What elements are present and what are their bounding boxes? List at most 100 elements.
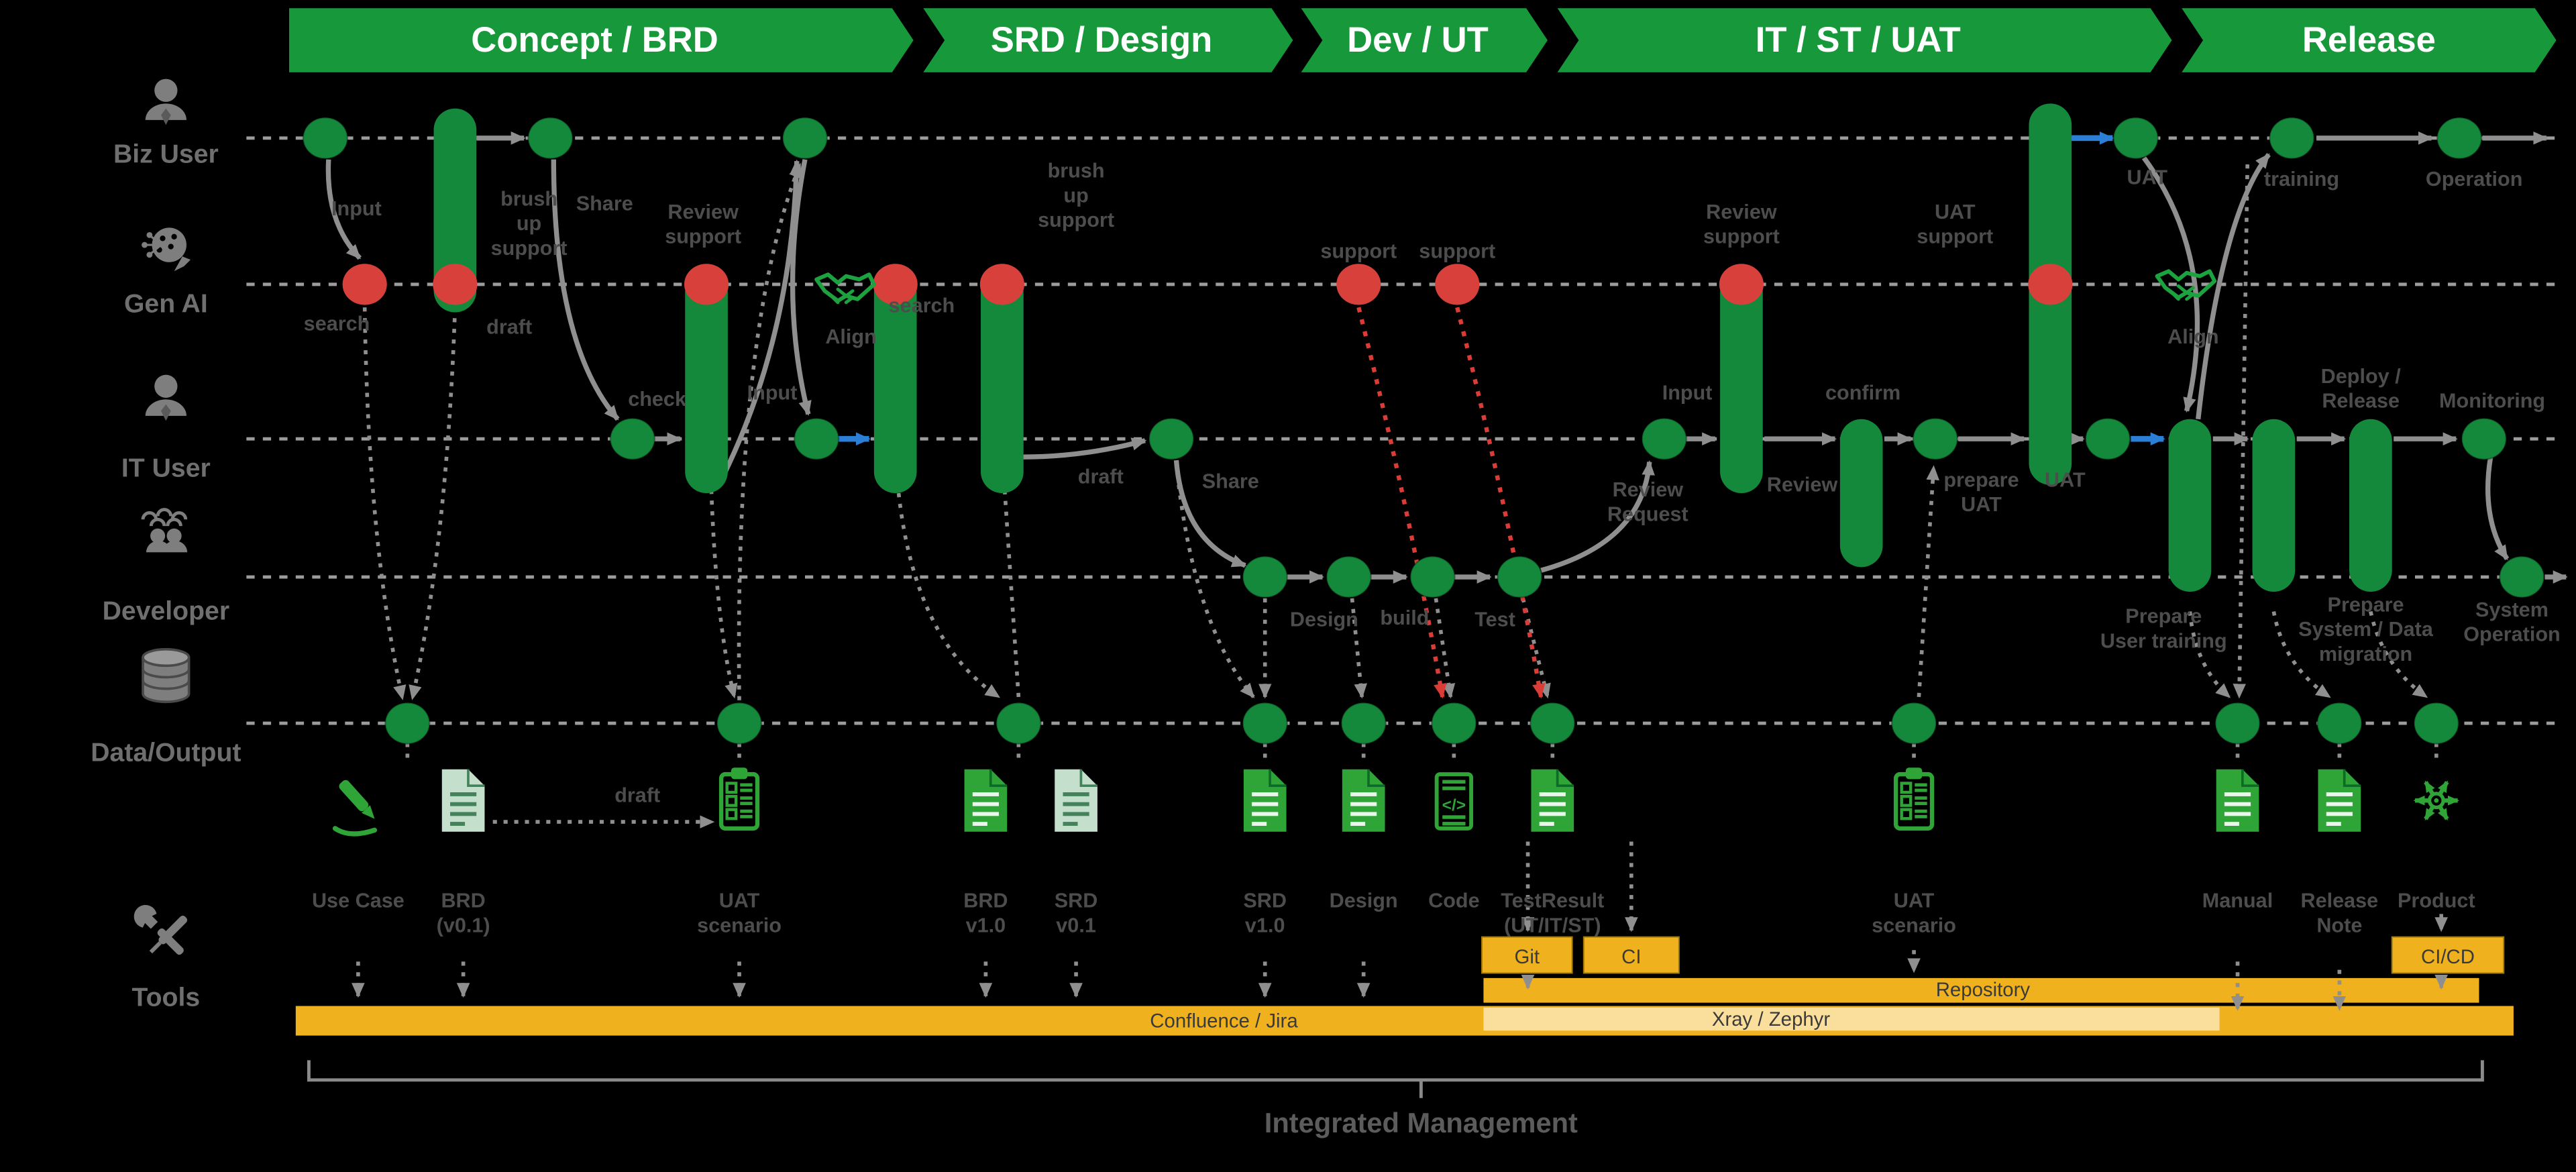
phase-label: Concept / BRD — [471, 20, 718, 60]
genai-node — [979, 264, 1024, 305]
edge-d — [2233, 164, 2250, 699]
edges-layer — [325, 131, 2568, 1011]
edge-d — [2369, 610, 2428, 699]
flow-label: draft — [486, 315, 532, 338]
edge-d — [409, 307, 458, 700]
activity-capsule — [1720, 271, 1763, 494]
flow-label: Share — [1202, 470, 1259, 493]
activity-node — [2112, 116, 2159, 160]
phase-label: SRD / Design — [991, 20, 1213, 60]
activity-capsule — [685, 271, 728, 494]
activity-node — [793, 417, 840, 461]
activity-node — [716, 702, 763, 745]
document-icon-doc-pale — [441, 769, 485, 832]
genai-node — [2028, 264, 2073, 305]
flow-label: support — [1320, 240, 1397, 263]
phase-header — [2182, 8, 2557, 72]
flow-label: UAT — [2127, 166, 2168, 189]
document-icon-product — [2413, 780, 2460, 820]
group-icon — [141, 508, 188, 553]
edge-d — [709, 490, 738, 699]
tool-box — [1481, 936, 1573, 974]
edge-d — [2271, 610, 2331, 699]
flow-label: Operation — [2426, 168, 2523, 191]
document-icon-doc — [1531, 769, 1574, 832]
document-label: Use Case — [312, 890, 405, 912]
edge-s — [2196, 153, 2271, 420]
activity-node — [1529, 702, 1576, 745]
edge-s — [720, 159, 803, 478]
document-label: Design — [1330, 890, 1398, 912]
flow-label: Review — [1767, 474, 1838, 496]
tool-box-label: CI — [1621, 946, 1641, 968]
activity-capsule — [981, 271, 1024, 494]
document-icon-pen — [332, 780, 378, 837]
edge-d — [2188, 611, 2231, 698]
activity-node — [2436, 116, 2483, 160]
activity-capsule — [2252, 419, 2296, 592]
phase-header-row: Concept / BRD SRD / Design Dev / UT IT / ST… — [289, 8, 2557, 72]
flow-label: UAT — [2045, 468, 2086, 491]
tool-bar-label: Confluence / Jira — [1150, 1010, 1298, 1032]
database-icon — [142, 647, 191, 704]
tool-box — [2391, 936, 2505, 974]
activity-node — [1912, 417, 1959, 461]
document-label: TestResult(UT/IT/ST) — [1501, 890, 1604, 937]
lane-label-biz-user: Biz User — [113, 140, 219, 169]
flow-label: support — [1419, 240, 1495, 263]
phase-label: Dev / UT — [1347, 20, 1489, 60]
activity-node — [302, 116, 349, 160]
genai-node — [1336, 264, 1381, 305]
flow-label: draft — [1078, 465, 1124, 488]
integrated-management-bracket — [307, 1060, 2484, 1098]
flow-label: Input — [747, 381, 798, 404]
flow-label: training — [2264, 168, 2339, 191]
activity-node — [1242, 702, 1288, 745]
flow-label: check — [628, 388, 687, 411]
genai-node — [1719, 264, 1764, 305]
tool-bar-label: Repository — [1936, 979, 2031, 1001]
edge-s — [1022, 437, 1147, 460]
edge-s — [1540, 460, 1655, 573]
phase-header — [1301, 8, 1548, 72]
phase-header — [923, 8, 1293, 72]
activity-node — [1431, 702, 1477, 745]
flow-label: search — [304, 312, 370, 335]
document-icon-clipboard — [1893, 767, 1935, 831]
activity-node — [2084, 417, 2131, 461]
lane-label-gen-ai: Gen AI — [124, 290, 208, 319]
svg-text:</>: </> — [1442, 796, 1466, 814]
document-icon-clipboard — [718, 767, 760, 831]
edge-d — [896, 492, 1001, 699]
phase-label: IT / ST / UAT — [1756, 20, 1961, 60]
activity-node — [1326, 555, 1372, 598]
activity-capsule — [873, 271, 917, 494]
flow-label: Deploy /Release — [2321, 365, 2402, 413]
document-label: Product — [2398, 890, 2475, 912]
flow-label: Design — [1290, 608, 1358, 631]
tool-box — [1582, 936, 1680, 974]
activity-capsule — [2168, 419, 2212, 592]
edge-d — [1521, 598, 1551, 699]
edge-s — [325, 159, 362, 260]
flow-label: Share — [576, 193, 633, 215]
flow-label: Input — [331, 197, 382, 220]
activity-capsule — [1839, 419, 1883, 568]
genai-node — [684, 264, 729, 305]
activity-node — [782, 116, 828, 160]
lane-label-it-user: IT User — [121, 454, 211, 483]
